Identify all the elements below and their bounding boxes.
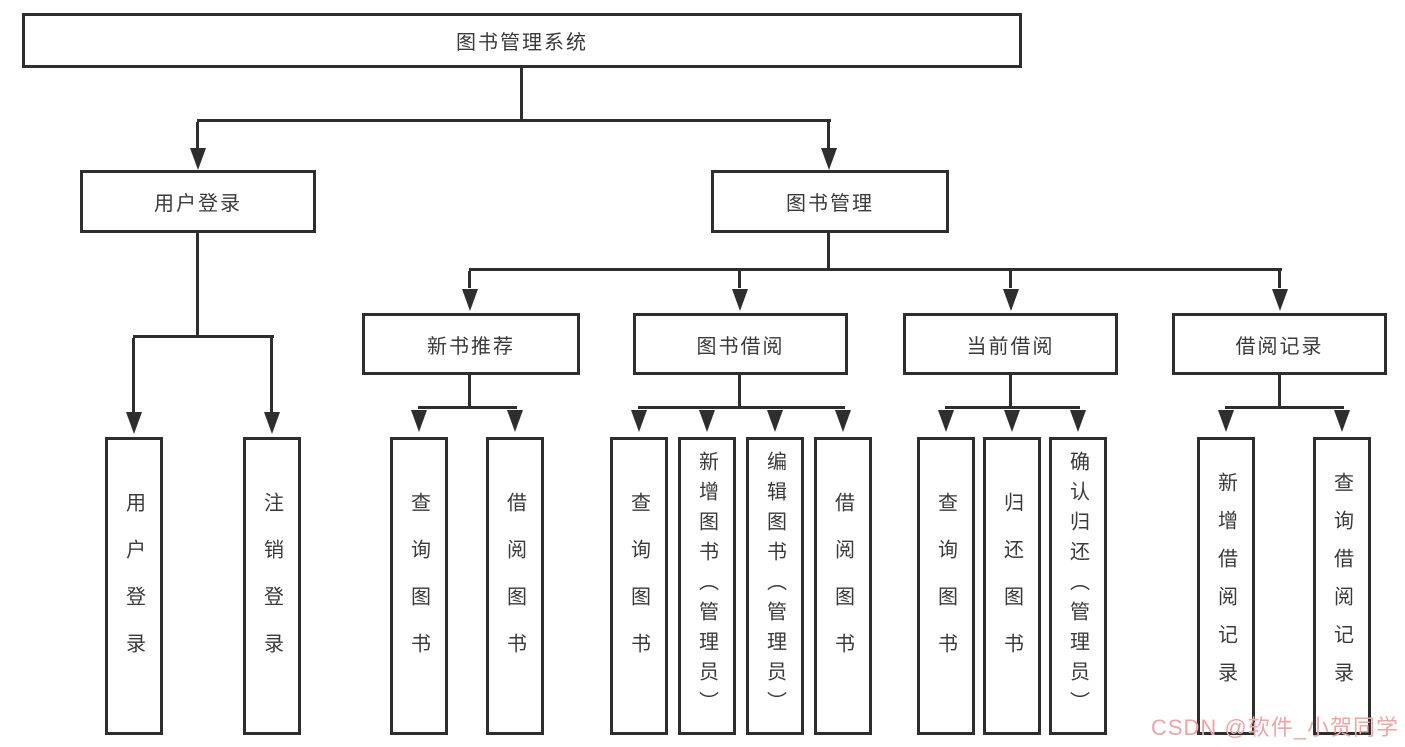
node-new-book-recommendation: 新书推荐 bbox=[362, 313, 580, 375]
leaf-query-books-current: 查询图书 bbox=[917, 437, 975, 735]
node-borrowing-records: 借阅记录 bbox=[1172, 313, 1387, 375]
connector-bar bbox=[638, 406, 845, 409]
node-label: 用户登录 bbox=[154, 193, 242, 215]
connector-bar bbox=[469, 268, 1282, 271]
leaf-label: 查询图书 bbox=[627, 492, 650, 680]
connector-bar bbox=[945, 406, 1080, 409]
leaf-label: 查询借阅记录 bbox=[1330, 472, 1353, 700]
leaf-label: 新增图书（管理员） bbox=[695, 451, 718, 721]
arrowhead-down bbox=[462, 289, 478, 311]
csdn-watermark: CSDN @软件_小贺同学 bbox=[1150, 715, 1399, 740]
connector-drop bbox=[738, 271, 741, 288]
leaf-borrow-books-recommend: 借阅图书 bbox=[486, 437, 544, 735]
node-user-login: 用户登录 bbox=[80, 170, 316, 233]
node-label: 图书借阅 bbox=[696, 335, 785, 358]
connector-drop bbox=[827, 122, 830, 150]
connector-stem bbox=[827, 233, 830, 270]
node-label: 图书管理系统 bbox=[456, 32, 588, 54]
connector-stem bbox=[468, 375, 471, 408]
leaf-label: 查询图书 bbox=[934, 492, 957, 680]
node-library-management-system: 图书管理系统 bbox=[22, 13, 1022, 68]
node-label: 图书管理 bbox=[786, 193, 874, 215]
leaf-logout: 注销登录 bbox=[243, 437, 301, 735]
node-label: 当前借阅 bbox=[966, 335, 1055, 358]
connector-stem bbox=[738, 375, 741, 408]
connector-bar bbox=[133, 335, 274, 338]
arrowhead-down bbox=[835, 410, 851, 432]
connector-root-stem bbox=[520, 68, 523, 121]
leaf-borrow-books-borrowing: 借阅图书 bbox=[814, 437, 872, 735]
leaf-label: 用户登录 bbox=[122, 492, 145, 680]
arrowhead-down bbox=[507, 410, 523, 432]
leaf-label: 归还图书 bbox=[1000, 492, 1023, 680]
arrowhead-down bbox=[1218, 410, 1234, 432]
leaf-edit-books-admin: 编辑图书（管理员） bbox=[746, 437, 804, 735]
node-label: 借阅记录 bbox=[1235, 335, 1324, 358]
connector-stem bbox=[1278, 375, 1281, 408]
arrowhead-down bbox=[126, 412, 142, 434]
connector-bar bbox=[1225, 406, 1344, 409]
arrowhead-down bbox=[1004, 410, 1020, 432]
arrowhead-down bbox=[1334, 410, 1350, 432]
arrowhead-down bbox=[631, 410, 647, 432]
leaf-label: 确认归还（管理员） bbox=[1066, 451, 1089, 721]
arrowhead-down bbox=[732, 289, 748, 311]
connector-stem bbox=[1009, 375, 1012, 408]
node-label: 新书推荐 bbox=[427, 335, 515, 358]
leaf-label: 注销登录 bbox=[260, 492, 283, 680]
leaf-label: 编辑图书（管理员） bbox=[763, 451, 786, 721]
node-book-borrowing: 图书借阅 bbox=[633, 313, 848, 375]
connector-drop bbox=[196, 122, 199, 150]
leaf-confirm-return-admin: 确认归还（管理员） bbox=[1049, 437, 1107, 735]
leaf-add-borrow-record: 新增借阅记录 bbox=[1197, 437, 1255, 735]
arrowhead-down bbox=[1070, 410, 1086, 432]
connector-stem bbox=[196, 233, 199, 337]
leaf-query-books-recommend: 查询图书 bbox=[390, 437, 448, 735]
arrowhead-down bbox=[264, 412, 280, 434]
connector-root-bar bbox=[197, 119, 831, 122]
connector-drop bbox=[132, 338, 135, 412]
arrowhead-down bbox=[411, 410, 427, 432]
arrowhead-down bbox=[821, 148, 837, 170]
node-current-borrowing: 当前借阅 bbox=[903, 313, 1118, 375]
connector-drop bbox=[1278, 271, 1281, 288]
connector-drop bbox=[270, 338, 273, 412]
leaf-label: 借阅图书 bbox=[503, 492, 526, 680]
leaf-query-borrow-record: 查询借阅记录 bbox=[1313, 437, 1371, 735]
arrowhead-down bbox=[1272, 289, 1288, 311]
leaf-query-books-borrowing: 查询图书 bbox=[610, 437, 668, 735]
arrowhead-down bbox=[699, 410, 715, 432]
connector-bar bbox=[418, 406, 517, 409]
arrowhead-down bbox=[190, 148, 206, 170]
leaf-label: 查询图书 bbox=[407, 492, 430, 680]
node-book-management: 图书管理 bbox=[711, 170, 949, 233]
arrowhead-down bbox=[1003, 289, 1019, 311]
leaf-return-books: 归还图书 bbox=[983, 437, 1041, 735]
leaf-add-books-admin: 新增图书（管理员） bbox=[678, 437, 736, 735]
leaf-user-login: 用户登录 bbox=[105, 437, 163, 735]
arrowhead-down bbox=[938, 410, 954, 432]
leaf-label: 新增借阅记录 bbox=[1214, 472, 1237, 700]
connector-drop bbox=[468, 271, 471, 288]
connector-drop bbox=[1009, 271, 1012, 288]
arrowhead-down bbox=[767, 410, 783, 432]
leaf-label: 借阅图书 bbox=[831, 492, 854, 680]
